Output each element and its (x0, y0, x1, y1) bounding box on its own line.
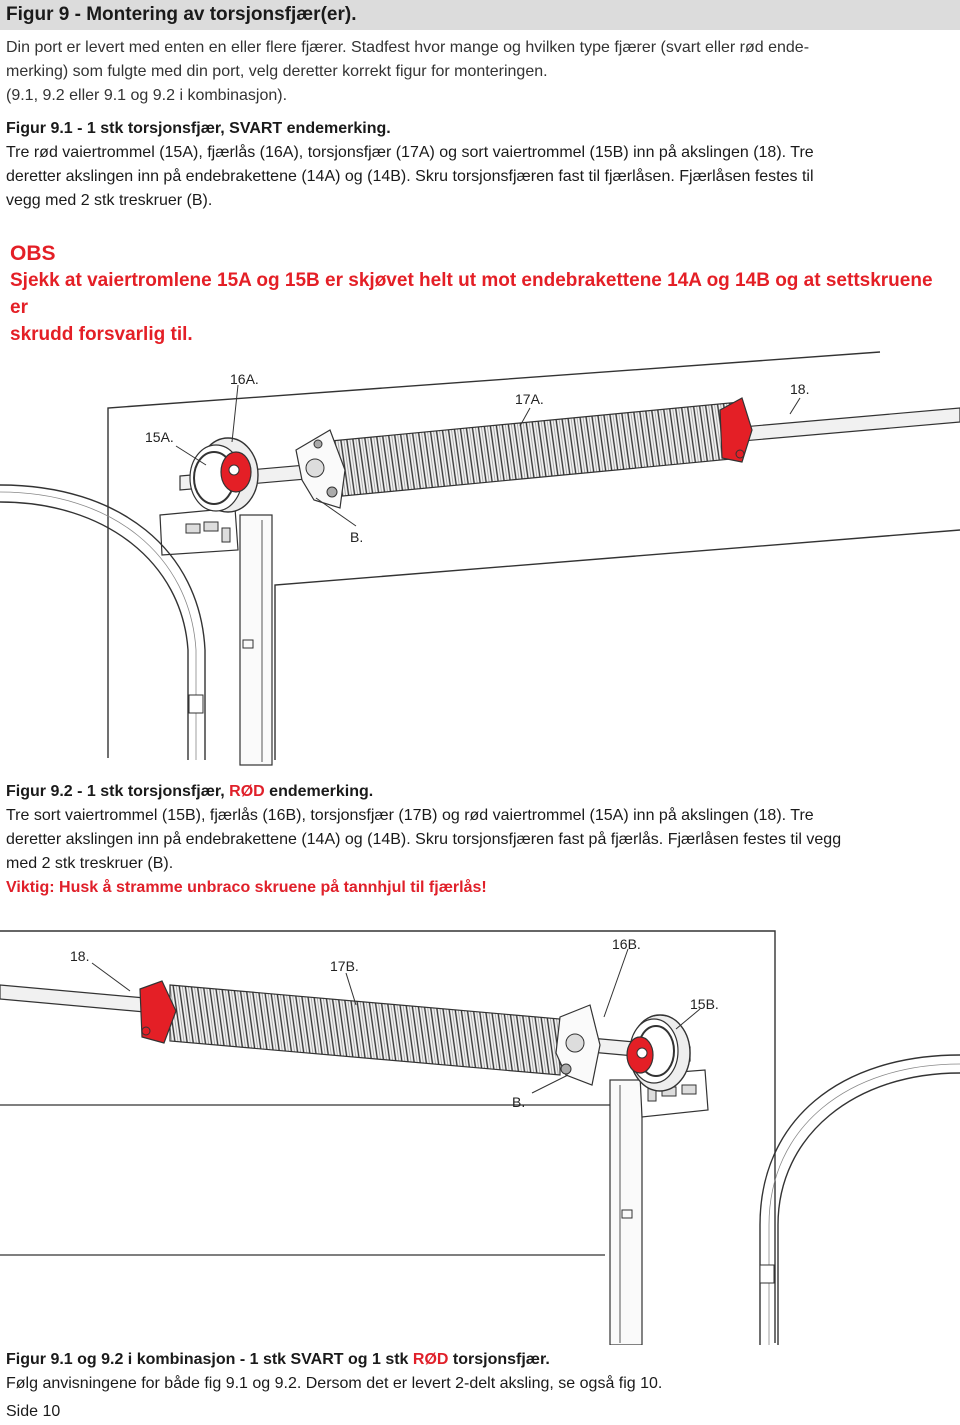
fig92-title-part: Figur 9.2 - 1 stk torsjonsfjær, (6, 783, 230, 800)
section-title: Figur 9 - Montering av torsjonsfjær(er). (0, 0, 960, 30)
fig92-text: Figur 9.2 - 1 stk torsjonsfjær, RØD ende… (6, 780, 954, 900)
fig92-title-part: endemerking. (264, 783, 374, 800)
fig91-text: Figur 9.1 - 1 stk torsjonsfjær, SVART en… (6, 117, 954, 213)
obs-warning: OBS Sjekk at vaiertromlene 15A og 15B er… (10, 240, 954, 348)
fig92-warning: Viktig: Husk å stramme unbraco skruene p… (6, 879, 487, 896)
fig92-title: Figur 9.2 - 1 stk torsjonsfjær, RØD ende… (6, 780, 954, 804)
intro-text: Din port er levert med enten en eller fl… (6, 36, 954, 108)
fig92-line: Tre sort vaiertrommel (15B), fjærlås (16… (6, 807, 814, 824)
label-16b: 16B. (612, 936, 641, 952)
label-16a: 16A. (230, 371, 259, 387)
obs-line: skrudd forsvarlig til. (10, 324, 193, 345)
fig-combo-title-part: Figur 9.1 og 9.2 i kombinasjon - 1 stk S… (6, 1351, 413, 1368)
label-b: B. (350, 529, 363, 545)
intro-line: (9.1, 9.2 eller 9.1 og 9.2 i kombinasjon… (6, 87, 288, 104)
fig-combo-text: Figur 9.1 og 9.2 i kombinasjon - 1 stk S… (6, 1348, 954, 1396)
label-17b: 17B. (330, 958, 359, 974)
intro-line: merking) som fulgte med din port, velg d… (6, 63, 548, 80)
fig92-line: med 2 stk treskruer (B). (6, 855, 174, 872)
label-18: 18. (70, 948, 89, 964)
page-number: Side 10 (6, 1403, 61, 1420)
fig91-line: Tre rød vaiertrommel (15A), fjærlås (16A… (6, 144, 814, 161)
fig-combo-title: Figur 9.1 og 9.2 i kombinasjon - 1 stk S… (6, 1348, 954, 1372)
intro-line: Din port er levert med enten en eller fl… (6, 39, 810, 56)
label-15a: 15A. (145, 429, 174, 445)
fig-combo-title-red: RØD (412, 1351, 449, 1368)
fig91-line: deretter akslingen inn på endebrakettene… (6, 168, 814, 185)
diagram-fig91: 16A. 17A. 18. 15A. B. (0, 351, 960, 766)
fig-combo-title-part: torsjonsfjær. (448, 1351, 550, 1368)
label-17a: 17A. (515, 391, 544, 407)
label-18: 18. (790, 381, 809, 397)
fig-combo-line: Følg anvisningene for både fig 9.1 og 9.… (6, 1375, 663, 1392)
label-15b: 15B. (690, 996, 719, 1012)
fig91-title: Figur 9.1 - 1 stk torsjonsfjær, SVART en… (6, 120, 391, 137)
fig91-line: vegg med 2 stk treskruer (B). (6, 192, 213, 209)
fig92-line: deretter akslingen inn på endebrakettene… (6, 831, 842, 848)
fig92-title-red: RØD (229, 783, 265, 800)
obs-line: Sjekk at vaiertromlene 15A og 15B er skj… (10, 270, 933, 318)
label-b: B. (512, 1094, 525, 1110)
obs-heading: OBS (10, 242, 56, 265)
diagram-fig92: 18. 17B. 16B. 15B. B. (0, 930, 960, 1345)
